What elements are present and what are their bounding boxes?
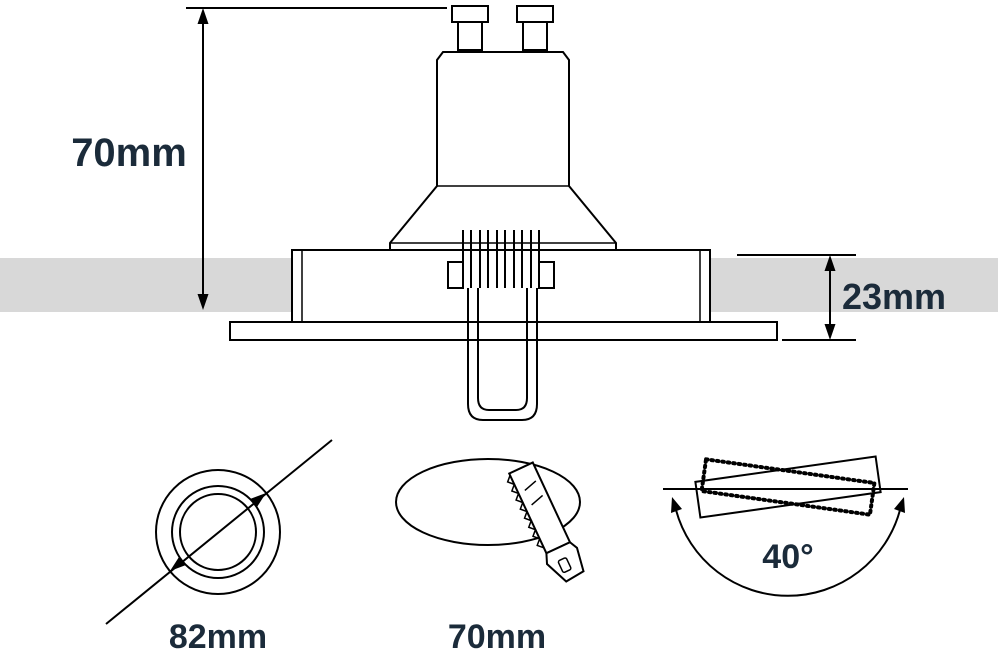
tilt-angle-label: 40°	[762, 538, 813, 576]
gu10-pins	[451, 5, 554, 51]
housing-body	[291, 249, 711, 323]
trim-flange	[229, 321, 778, 341]
cutout-diameter-icon: 82mm	[105, 439, 333, 650]
cutout-diameter-label: 82mm	[169, 618, 267, 650]
tilt-angle-icon: 40°	[663, 455, 908, 597]
rotation-arc	[675, 509, 901, 597]
gu10-lamp	[389, 5, 617, 289]
recess-depth-dimension: 23mm	[737, 254, 946, 341]
tilt-fixture-outline	[694, 455, 882, 519]
gu10-fixture-drawing	[229, 5, 778, 421]
lamp-body	[389, 51, 617, 251]
tilt-ghost-position	[699, 457, 877, 517]
recess-depth-label: 23mm	[842, 276, 946, 317]
saw-icon	[506, 461, 585, 583]
hole-cutting-icon: 70mm	[395, 458, 585, 650]
height-dimension: 70mm	[71, 7, 447, 310]
hole-diameter-label: 70mm	[448, 618, 546, 650]
coil-fins	[447, 230, 555, 289]
spring-clip	[467, 288, 538, 421]
height-label: 70mm	[71, 131, 187, 175]
